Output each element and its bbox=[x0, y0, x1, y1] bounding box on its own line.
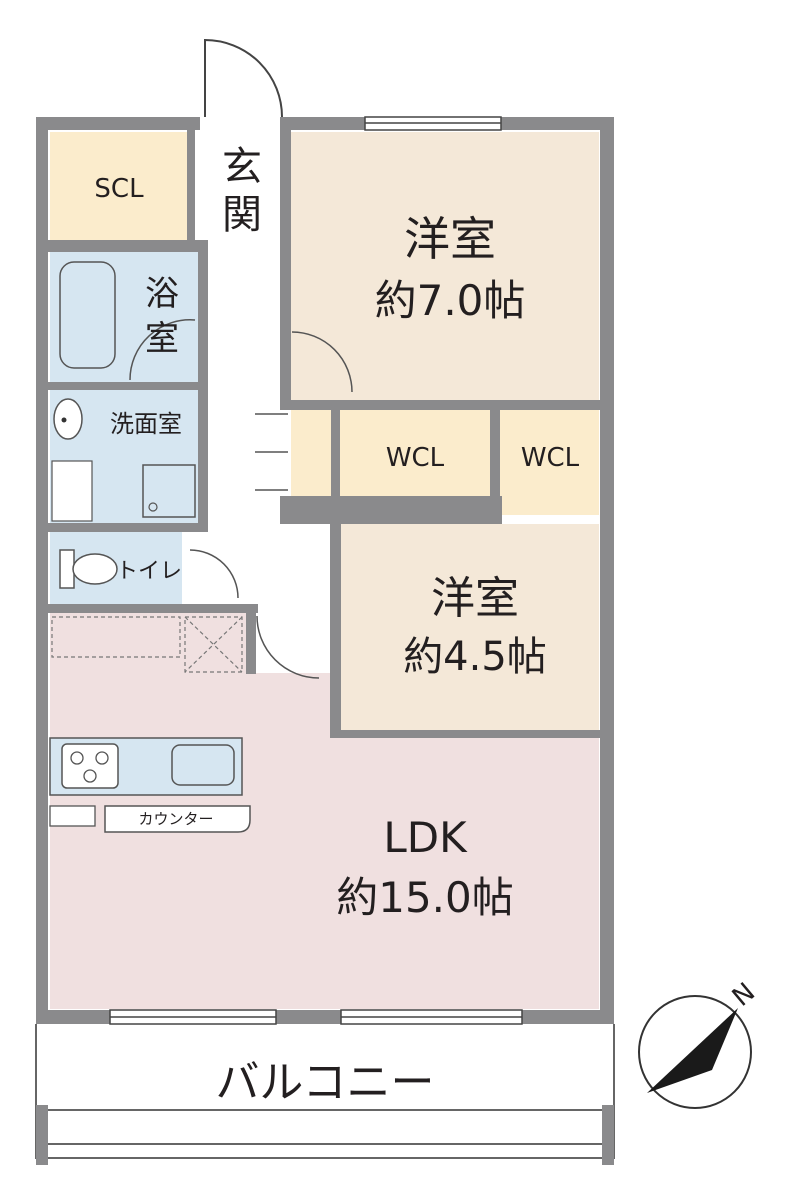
bath-door-icon[interactable] bbox=[129, 319, 196, 381]
burner-1-icon bbox=[70, 751, 84, 765]
room-wcl-small bbox=[291, 410, 331, 496]
washbasin-drain-icon bbox=[61, 417, 67, 423]
wall-wcl-divider bbox=[331, 410, 340, 496]
label-western1-name: 洋室 bbox=[404, 212, 496, 266]
room-wcl-2 bbox=[500, 410, 599, 515]
pantry-dashed bbox=[51, 616, 181, 658]
wall-genkan-right bbox=[280, 130, 291, 410]
room-ldk bbox=[50, 613, 599, 1009]
window-ldk-2 bbox=[340, 1009, 523, 1025]
label-bath-2: 室 bbox=[145, 319, 179, 359]
label-counter: カウンター bbox=[138, 810, 213, 828]
wall-western1-bottom bbox=[280, 400, 600, 410]
fridge-space-icon bbox=[184, 616, 243, 673]
room-scl bbox=[50, 132, 187, 240]
label-wcl-2: WCL bbox=[521, 443, 580, 473]
balcony-post-right bbox=[602, 1105, 614, 1165]
wall-wash-bottom bbox=[48, 523, 208, 532]
balcony-post-left bbox=[36, 1105, 48, 1165]
wall-bath-right bbox=[198, 252, 208, 532]
wall-western2-left bbox=[330, 524, 341, 738]
washer-space-icon bbox=[142, 464, 196, 518]
window-ldk-1 bbox=[109, 1009, 277, 1025]
ldk-door-icon[interactable] bbox=[256, 615, 320, 679]
wall-wcl-divider-2 bbox=[490, 410, 500, 496]
wall-kitchen-stub bbox=[246, 604, 256, 674]
label-balcony: バルコニー bbox=[215, 1057, 434, 1108]
label-genkan-2: 関 bbox=[222, 192, 262, 238]
wall-scl-bottom bbox=[48, 240, 208, 252]
balcony-outline bbox=[35, 1024, 615, 1159]
burner-3-icon bbox=[83, 769, 97, 783]
label-bath-1: 浴 bbox=[145, 274, 179, 314]
western1-door-icon[interactable] bbox=[291, 331, 353, 393]
washer-drain-icon bbox=[148, 502, 158, 512]
bathtub-icon bbox=[59, 261, 116, 369]
counter-storage bbox=[49, 805, 96, 827]
label-ldk-name: LDK bbox=[383, 813, 468, 862]
label-scl: SCL bbox=[94, 174, 144, 204]
burner-2-icon bbox=[95, 751, 109, 765]
wash-storage-icon bbox=[51, 460, 93, 522]
room-wcl-1 bbox=[340, 410, 490, 496]
label-toilet: トイレ bbox=[116, 559, 182, 584]
room-western-1 bbox=[291, 132, 599, 402]
toilet-tank-icon bbox=[59, 549, 75, 589]
wall-toilet-bottom bbox=[48, 604, 258, 613]
wall-western2-bottom bbox=[330, 730, 600, 738]
toilet-bowl-icon bbox=[72, 553, 118, 585]
wall-bath-bottom bbox=[48, 382, 208, 390]
label-genkan-1: 玄 bbox=[222, 144, 262, 190]
room-western-2 bbox=[341, 524, 599, 730]
entrance-opening bbox=[200, 117, 280, 130]
counter-bar bbox=[104, 805, 251, 833]
compass-needle-icon bbox=[647, 1008, 738, 1093]
sink-icon bbox=[171, 744, 235, 786]
washbasin-icon bbox=[53, 398, 83, 440]
wall-wcl-bottom bbox=[280, 496, 502, 524]
label-wcl-1: WCL bbox=[386, 443, 445, 473]
label-western2-size: 約4.5帖 bbox=[403, 634, 547, 680]
label-ldk-size: 約15.0帖 bbox=[336, 873, 514, 922]
toilet-door-icon[interactable] bbox=[189, 549, 239, 599]
label-north: N bbox=[727, 977, 761, 1012]
label-western1-size: 約7.0帖 bbox=[375, 276, 526, 325]
closet-door-icon[interactable] bbox=[255, 413, 288, 491]
stove-icon bbox=[61, 743, 119, 789]
label-western2-name: 洋室 bbox=[431, 573, 519, 624]
label-washroom: 洗面室 bbox=[110, 410, 182, 438]
entrance-door-icon[interactable] bbox=[204, 38, 283, 118]
window-top bbox=[364, 116, 502, 131]
wall-scl-right bbox=[187, 130, 195, 240]
